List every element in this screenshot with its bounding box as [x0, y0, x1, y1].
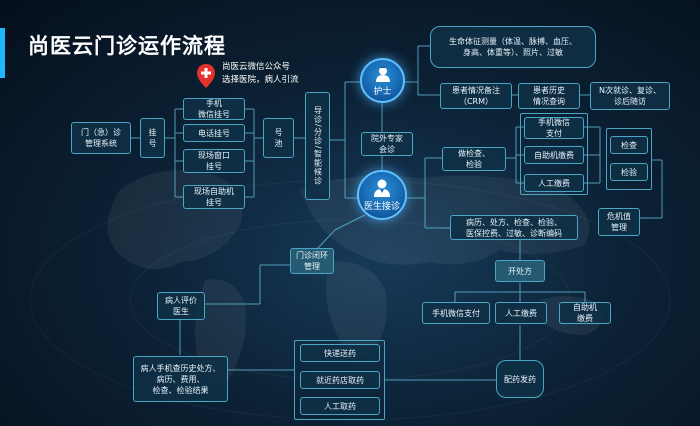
wechat-pay-box-1: 手机微信 支付 — [524, 117, 584, 139]
nurse-icon — [375, 65, 390, 82]
page-title: 尚医云门诊运作流程 — [28, 34, 226, 58]
critical-value-box: 危机值 管理 — [598, 208, 640, 236]
records-box: 病历、处方、检查、检验、 医保控费、过敏、诊断编码 — [450, 215, 578, 240]
closed-loop-box: 门诊闭环 管理 — [290, 248, 334, 274]
exam-test-box: 做检查、 检验 — [442, 147, 506, 171]
number-pool-box: 号 池 — [263, 118, 294, 158]
prescribe-box: 开处方 — [495, 260, 545, 282]
lab-test-box: 检验 — [610, 163, 648, 181]
nearby-pickup-box: 就近药店取药 — [300, 371, 380, 389]
doctor-icon — [374, 179, 390, 197]
outpatient-system-box: 门（急）诊 管理系统 — [71, 122, 131, 154]
history-query-box: 患者历史 情况查询 — [518, 83, 580, 109]
manual-pay-box-2: 人工缴费 — [495, 302, 547, 324]
check-box: 检查 — [610, 136, 648, 154]
manual-pay-box-1: 人工缴费 — [524, 174, 584, 192]
doctor-node: 医生接诊 — [357, 170, 407, 220]
manual-pickup-box: 人工取药 — [300, 397, 380, 415]
pickup-group — [294, 340, 385, 420]
kiosk-register-box: 现场自助机 挂号 — [183, 185, 245, 209]
wechat-register-box: 手机 微信挂号 — [183, 98, 245, 120]
external-consult-box: 院外专家 会诊 — [361, 132, 413, 156]
title-accent-bar — [0, 28, 5, 78]
followup-box: N次就诊、复诊、 诊后随访 — [590, 82, 670, 110]
kiosk-pay-box-1: 自助机缴费 — [524, 146, 584, 164]
dispense-box: 配药发药 — [496, 360, 544, 398]
crm-notes-box: 患者情况备注 （CRM） — [440, 83, 512, 109]
doctor-label: 医生接诊 — [363, 202, 400, 212]
wechat-note: 尚医云微信公众号 选择医院，病人引流 — [222, 62, 299, 85]
triage-box: 导诊/分诊/智能候诊 — [305, 92, 330, 200]
registration-box: 挂 号 — [140, 118, 165, 158]
phone-register-box: 电话挂号 — [183, 124, 245, 142]
payment-group — [520, 113, 588, 195]
wechat-pay-box-2: 手机微信支付 — [422, 302, 490, 324]
vital-signs-box: 生命体征测量（体温、脉搏、血压、 身高、体重等）、照片、过敏 — [430, 26, 596, 68]
check-group — [606, 128, 652, 190]
express-delivery-box: 快递送药 — [300, 344, 380, 362]
patient-review-box: 病人评价 医生 — [157, 292, 205, 320]
window-register-box: 现场窗口 挂号 — [183, 149, 245, 173]
kiosk-pay-box-2: 自助机 缴费 — [559, 302, 611, 324]
location-pin-icon — [197, 64, 215, 88]
mobile-query-box: 病人手机查历史处方、 病历、费用、 检查、检验结果 — [133, 356, 228, 402]
nurse-label: 护士 — [373, 86, 392, 97]
nurse-node: 护士 — [360, 58, 405, 103]
